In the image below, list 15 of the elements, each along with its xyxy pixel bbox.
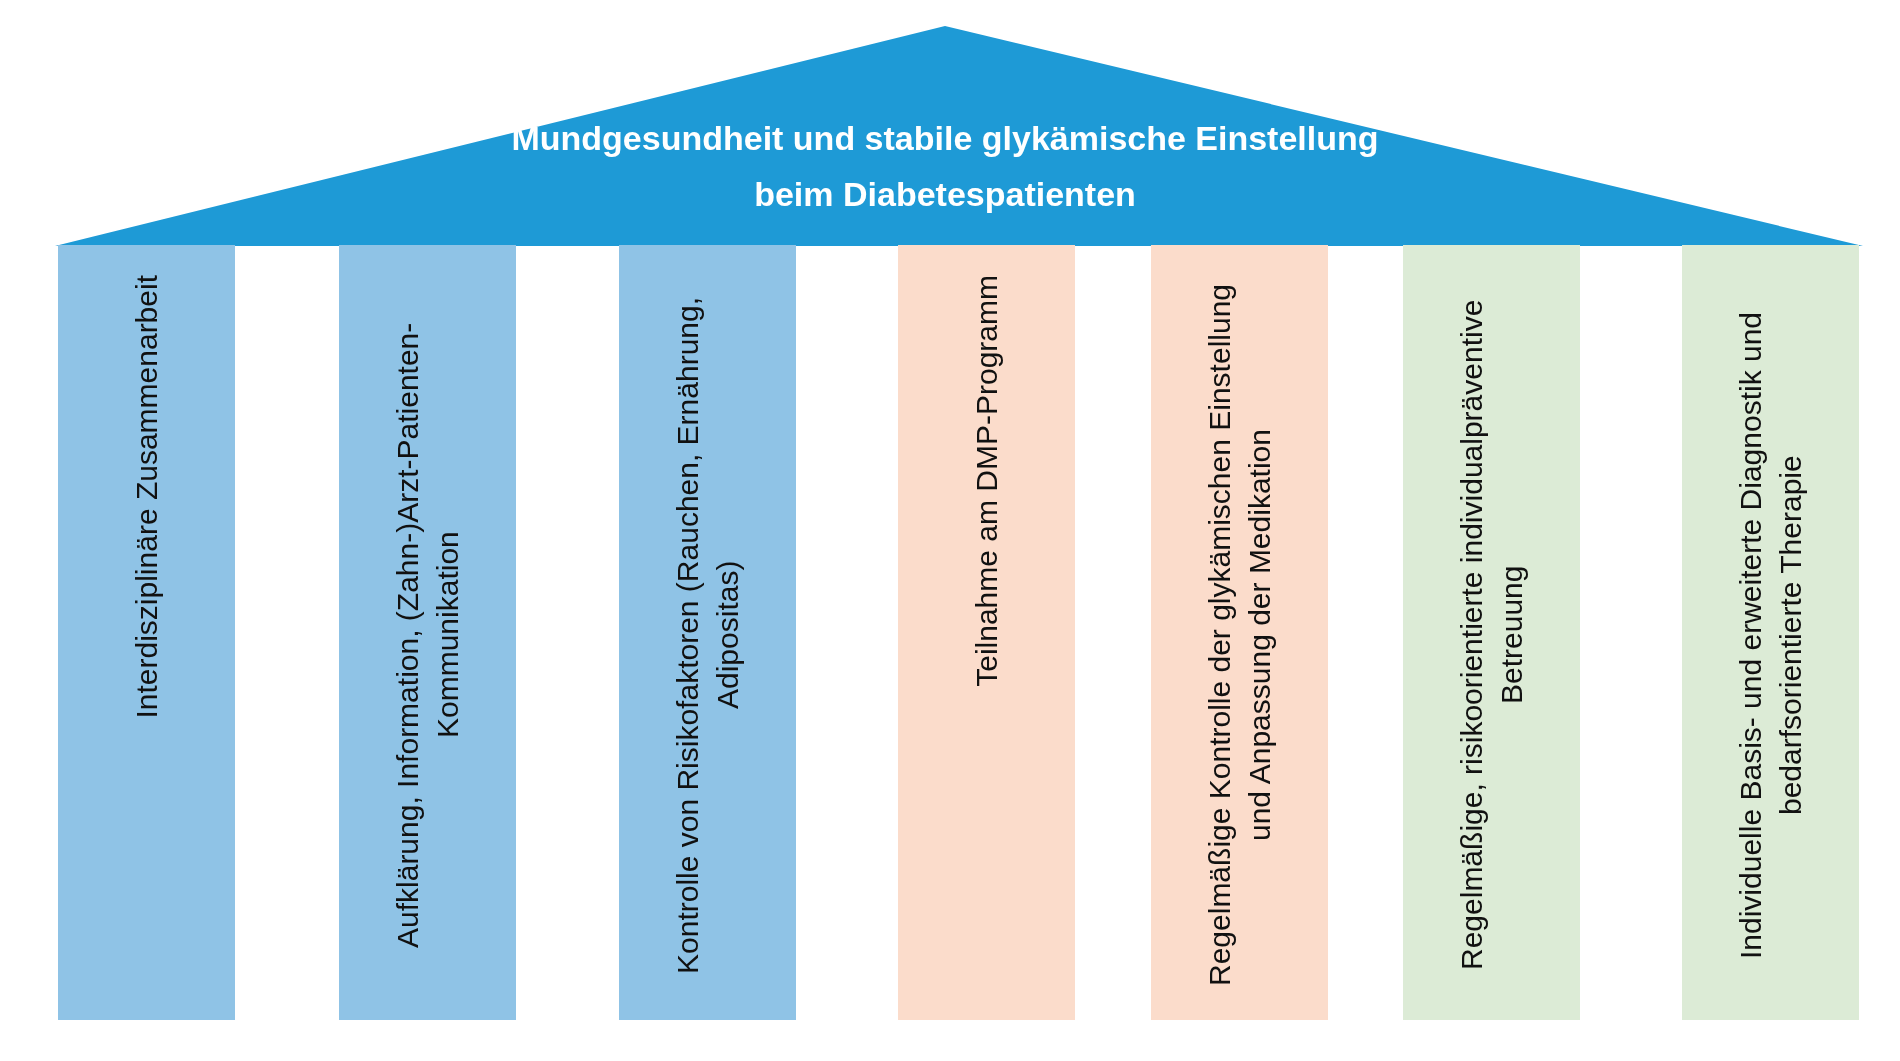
pillar-label: Kontrolle von Risikofaktoren (Rauchen, Ernährung, Adipositas) [669, 295, 745, 976]
pillar-label: Individuelle Basis- und erweiterte Diagnostik und bedarfsorientierte Therapie [1732, 310, 1808, 961]
pillar [619, 245, 796, 1020]
pillar-label: Regelmäßige Kontrolle der glykämischen Einstellung und Anpassung der Medikation [1201, 283, 1277, 988]
roof-title: Mundgesundheit und stabile glykämische Einstellung beim Diabetespatienten [510, 118, 1380, 215]
pillar-label: Teilnahme am DMP-Programm [968, 275, 1004, 687]
pillar [1151, 245, 1328, 1020]
pillar-label: Regelmäßige, risikoorientierte individualpräventive Betreuung [1453, 298, 1529, 973]
pillar [1403, 245, 1580, 1020]
pillar-label: Interdisziplinäre Zusammenarbeit [128, 275, 164, 719]
pillar [58, 245, 235, 1020]
pillar [339, 245, 516, 1020]
pillar [898, 245, 1075, 1020]
pillar-label: Aufklärung, Information, (Zahn-)Arzt-Patienten-Kommunikation [389, 321, 465, 950]
pillar [1682, 245, 1859, 1020]
